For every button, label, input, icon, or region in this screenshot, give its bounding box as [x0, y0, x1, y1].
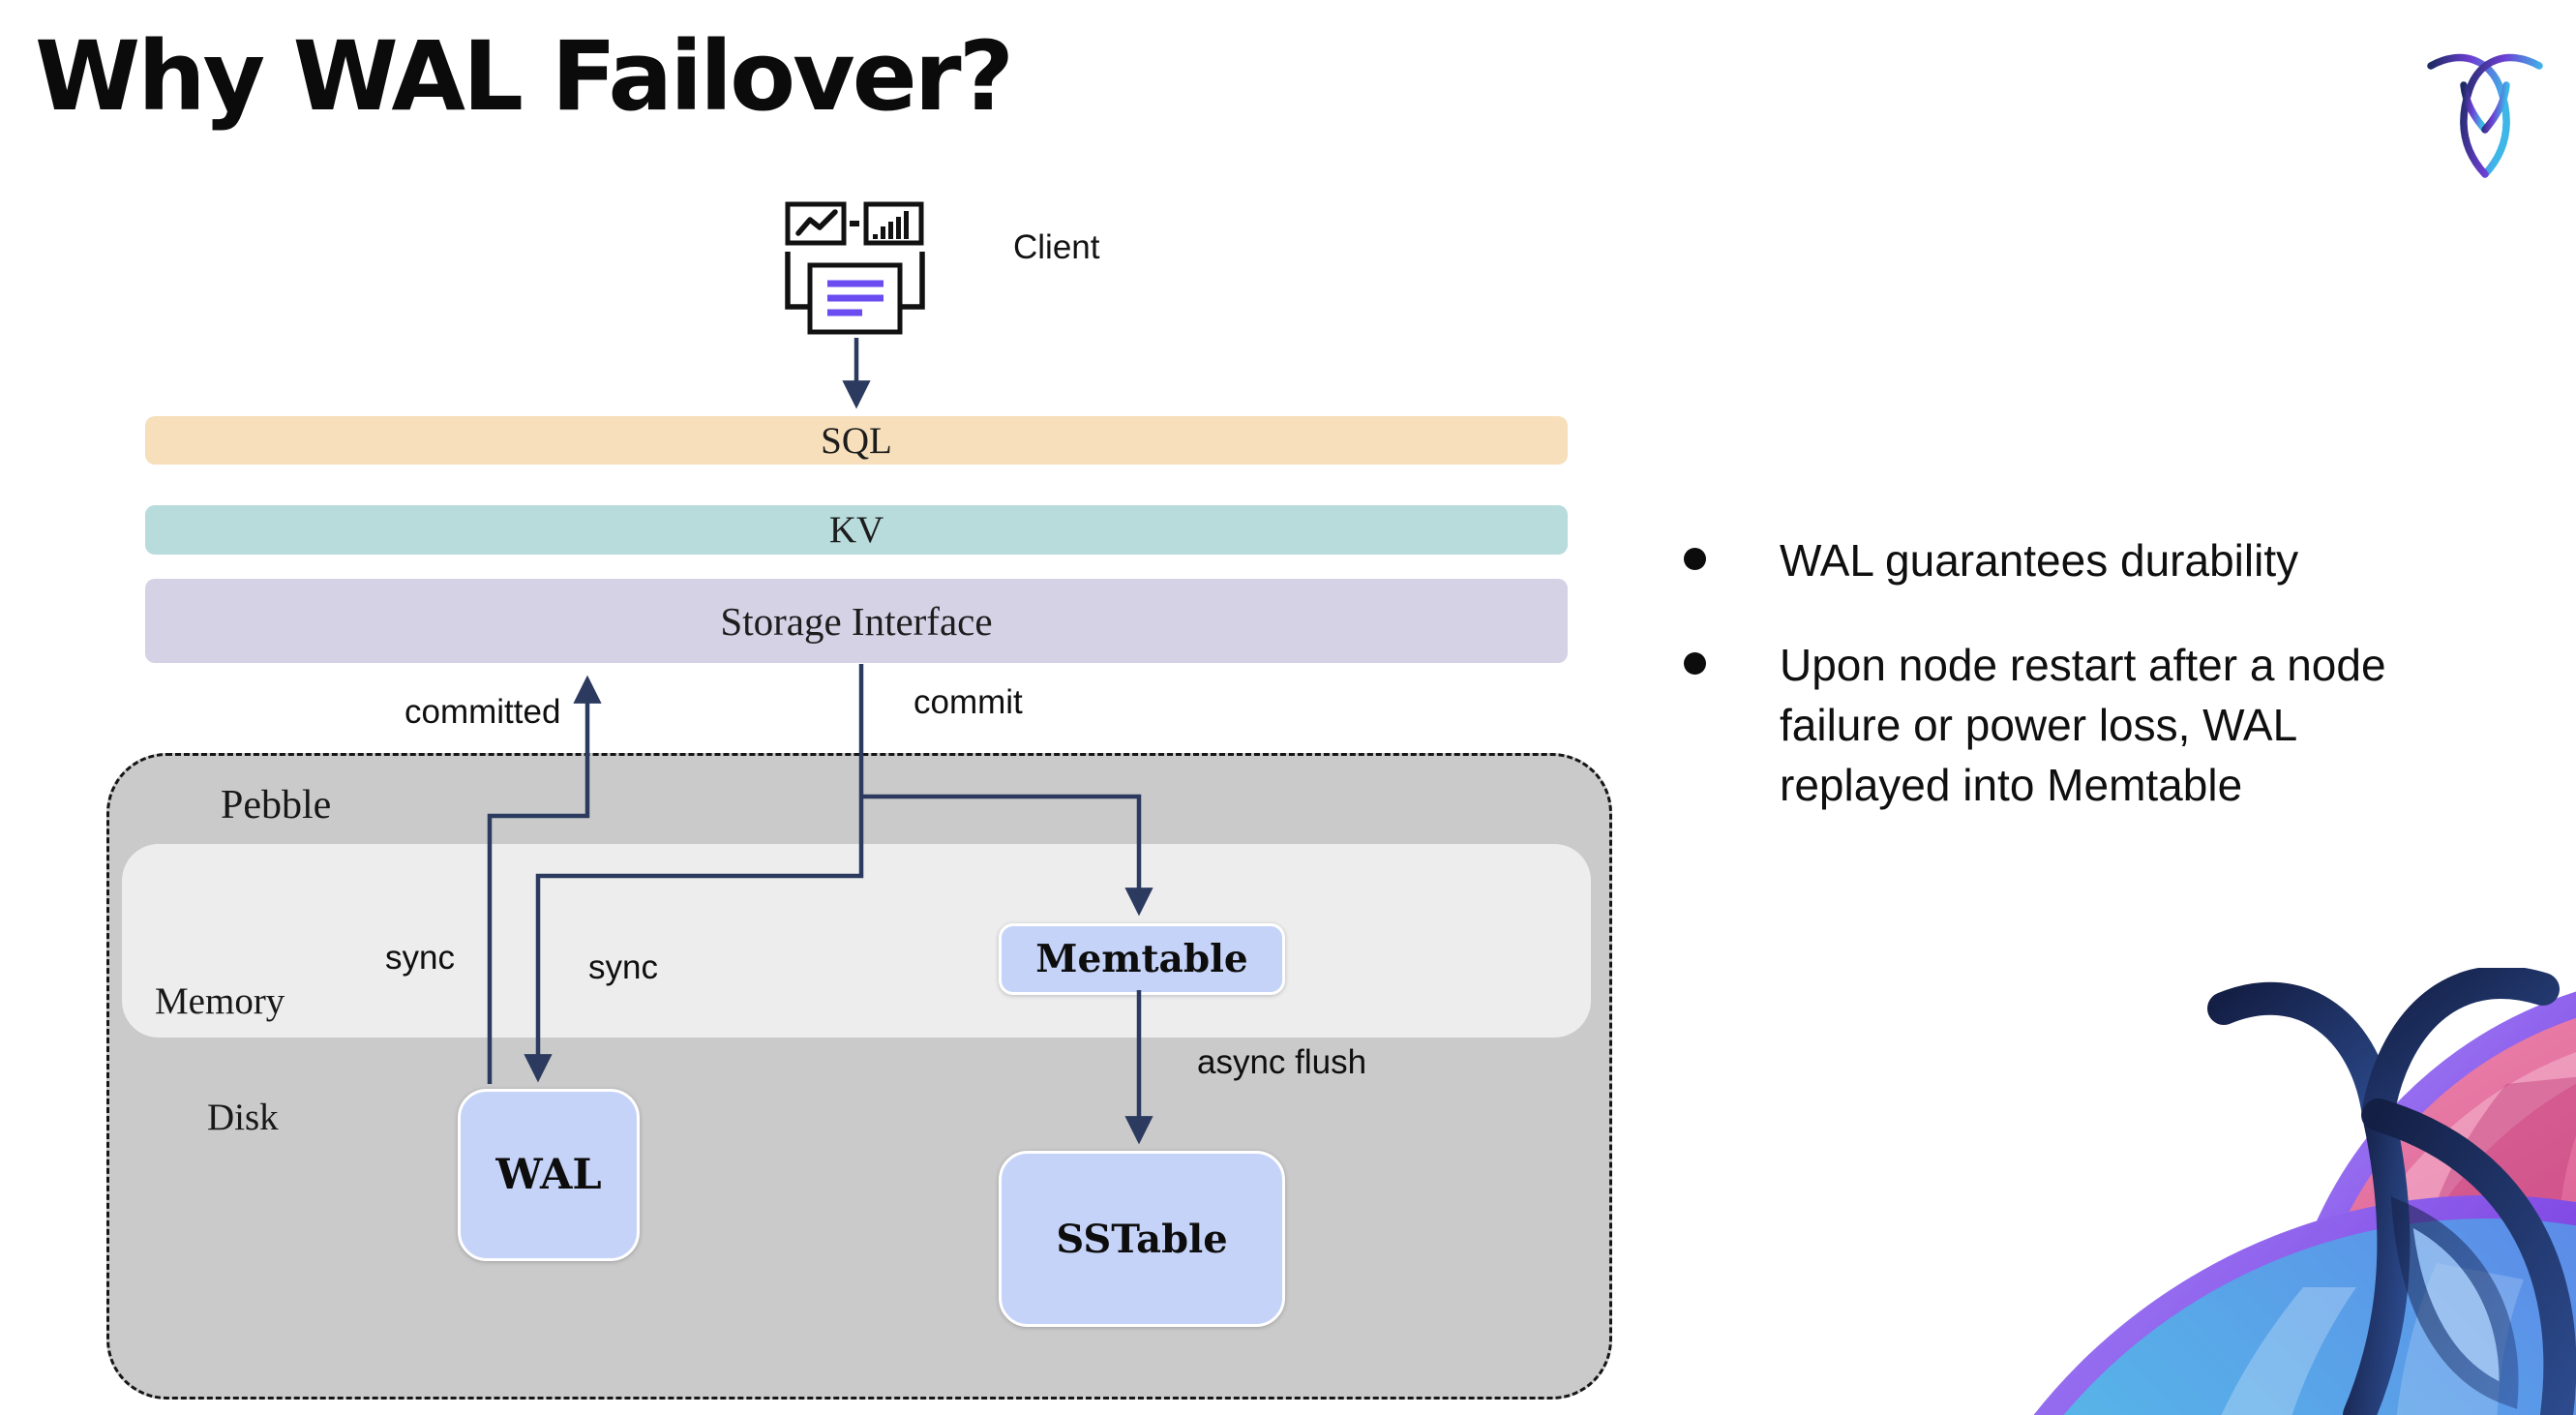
layer-storage-label: Storage Interface — [720, 598, 993, 644]
wal-label: WAL — [495, 1151, 602, 1199]
bullet-dot-icon — [1684, 548, 1706, 570]
page-title: Why WAL Failover? — [35, 21, 1014, 133]
sstable-box: SSTable — [999, 1151, 1285, 1327]
client-label: Client — [1013, 228, 1100, 266]
async-flush-arrow-label: async flush — [1197, 1043, 1367, 1081]
memory-label: Memory — [155, 980, 285, 1022]
cockroachdb-artwork — [2033, 968, 2576, 1415]
commit-arrow-label: commit — [914, 683, 1023, 721]
bullet-dot-icon — [1684, 652, 1706, 675]
cockroachdb-logo-icon — [2427, 53, 2543, 178]
sync-arrow-label-1: sync — [385, 939, 455, 977]
memtable-label: Memtable — [1035, 937, 1248, 981]
sstable-label: SSTable — [1056, 1216, 1228, 1262]
bullet-text: WAL guarantees durability — [1780, 535, 2299, 586]
layer-kv-label: KV — [828, 509, 884, 551]
disk-label: Disk — [207, 1097, 279, 1138]
memtable-box: Memtable — [999, 923, 1285, 995]
client-icon — [785, 201, 925, 335]
layer-storage-interface: Storage Interface — [145, 579, 1568, 663]
layer-kv: KV — [145, 505, 1568, 555]
list-item: Upon node restart after a node failure o… — [1684, 635, 2516, 815]
bullet-list: WAL guarantees durability Upon node rest… — [1684, 530, 2516, 859]
memory-region — [122, 844, 1591, 1038]
document-lines-icon — [827, 280, 884, 316]
list-item: WAL guarantees durability — [1684, 530, 2516, 590]
wal-box: WAL — [458, 1089, 640, 1261]
layer-sql-label: SQL — [821, 419, 892, 462]
committed-arrow-label: committed — [404, 693, 561, 731]
pebble-label: Pebble — [221, 783, 332, 828]
layer-sql: SQL — [145, 416, 1568, 465]
sync-arrow-label-2: sync — [588, 948, 658, 986]
bullet-text: Upon node restart after a node failure o… — [1780, 640, 2386, 810]
